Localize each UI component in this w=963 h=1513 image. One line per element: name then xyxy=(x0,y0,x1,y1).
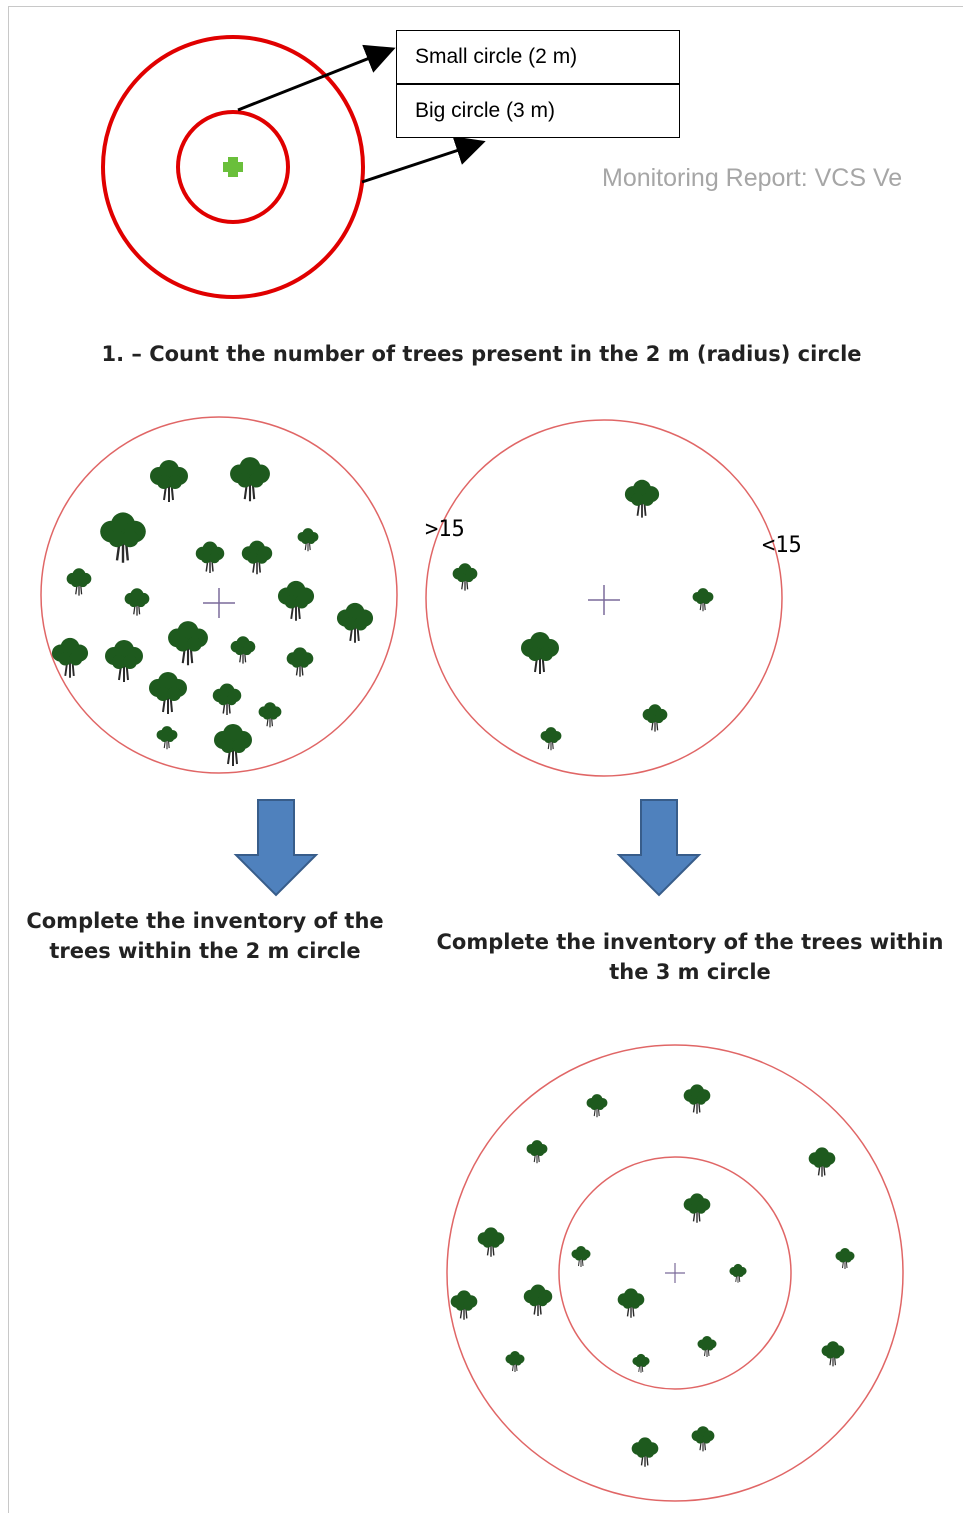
tree-icon xyxy=(212,683,242,715)
tree-icon xyxy=(586,1094,608,1118)
report-header: Monitoring Report: VCS Ve xyxy=(602,164,903,192)
tree-icon xyxy=(150,460,188,502)
center-cross-icon xyxy=(588,585,620,615)
tree-icon xyxy=(729,1263,747,1283)
tree-icon xyxy=(683,1084,711,1114)
big-circle-pointer-arrow xyxy=(361,136,486,184)
tree-icon xyxy=(540,727,562,751)
tree-icon xyxy=(452,563,478,591)
tree-icon xyxy=(124,588,150,616)
plus-marker-icon xyxy=(223,157,243,177)
outer-inventory-circle xyxy=(446,1044,904,1502)
center-cross-icon xyxy=(665,1263,685,1283)
tree-icon xyxy=(258,702,282,728)
tree-icon xyxy=(692,588,714,612)
down-arrow-icon xyxy=(233,799,319,897)
tree-icon xyxy=(51,637,89,678)
tree-icon xyxy=(286,647,314,677)
small-circle-legend: Small circle (2 m) xyxy=(396,30,680,84)
tree-icon xyxy=(477,1227,505,1257)
tree-icon xyxy=(808,1147,836,1177)
tree-icon xyxy=(195,541,225,573)
big-circle-legend: Big circle (3 m) xyxy=(396,84,680,138)
big-circle xyxy=(101,35,365,299)
small-circle xyxy=(176,110,290,224)
tree-icon xyxy=(214,724,252,766)
tree-icon xyxy=(156,726,178,750)
right-instruction: Complete the inventory of the trees with… xyxy=(436,930,944,984)
tree-icon xyxy=(642,704,668,732)
tree-icon xyxy=(523,1284,553,1316)
small-circle-pointer-arrow xyxy=(237,44,396,112)
tree-icon xyxy=(835,1248,855,1269)
tree-icon xyxy=(697,1336,717,1357)
step-title: 1. – Count the number of trees present i… xyxy=(101,342,862,366)
tree-icon xyxy=(521,632,559,674)
tree-icon xyxy=(241,540,273,575)
tree-icon xyxy=(277,580,315,621)
dense-plot-circle xyxy=(40,416,398,774)
tree-icon xyxy=(683,1193,711,1223)
tree-icon xyxy=(571,1246,591,1267)
page-border-top xyxy=(8,6,963,7)
tree-icon xyxy=(624,479,660,518)
tree-icon xyxy=(230,457,270,502)
tree-icon xyxy=(526,1140,548,1164)
tree-icon xyxy=(450,1290,478,1320)
tree-icon xyxy=(336,602,374,643)
greater-than-label: >15 xyxy=(425,517,465,542)
less-than-label: <15 xyxy=(762,533,802,558)
page-border-left xyxy=(8,6,9,1513)
left-instruction: Complete the inventory of the trees with… xyxy=(26,909,384,963)
tree-icon xyxy=(821,1341,845,1367)
down-arrow-icon xyxy=(616,799,702,897)
tree-icon xyxy=(632,1353,650,1373)
tree-icon xyxy=(168,621,208,666)
tree-icon xyxy=(66,568,92,596)
tree-icon xyxy=(230,636,256,664)
tree-icon xyxy=(149,672,187,714)
sparse-plot-circle xyxy=(425,419,783,777)
tree-icon xyxy=(617,1288,645,1318)
center-cross-icon xyxy=(203,588,235,618)
tree-icon xyxy=(297,528,319,552)
tree-icon xyxy=(505,1351,525,1372)
tree-icon xyxy=(631,1437,659,1467)
inner-inventory-circle xyxy=(558,1156,792,1390)
big-circle-legend-label: Big circle (3 m) xyxy=(415,99,556,122)
tree-icon xyxy=(105,640,143,682)
tree-icon xyxy=(100,512,146,563)
tree-icon xyxy=(691,1426,715,1452)
small-circle-legend-label: Small circle (2 m) xyxy=(415,45,578,68)
